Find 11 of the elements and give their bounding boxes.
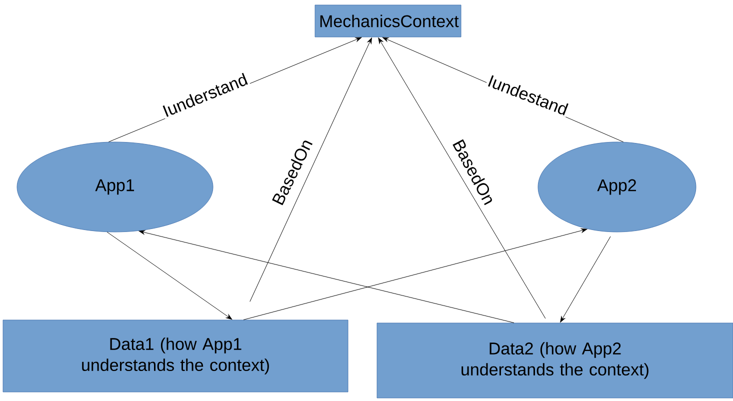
- arrow: [378, 38, 546, 319]
- arrow: [106, 232, 232, 320]
- arrow: [138, 230, 514, 324]
- ellipse-node: App2: [538, 142, 696, 232]
- process-box: Data1 (how App1 understands the context): [2, 320, 348, 392]
- process-box: MechanicsContext: [314, 4, 462, 38]
- ellipse-node: App1: [16, 142, 214, 232]
- arrow: [560, 236, 611, 322]
- arrow: [250, 38, 372, 302]
- arrow: [243, 228, 588, 320]
- process-box: Data2 (how App2 understands the context): [376, 322, 733, 398]
